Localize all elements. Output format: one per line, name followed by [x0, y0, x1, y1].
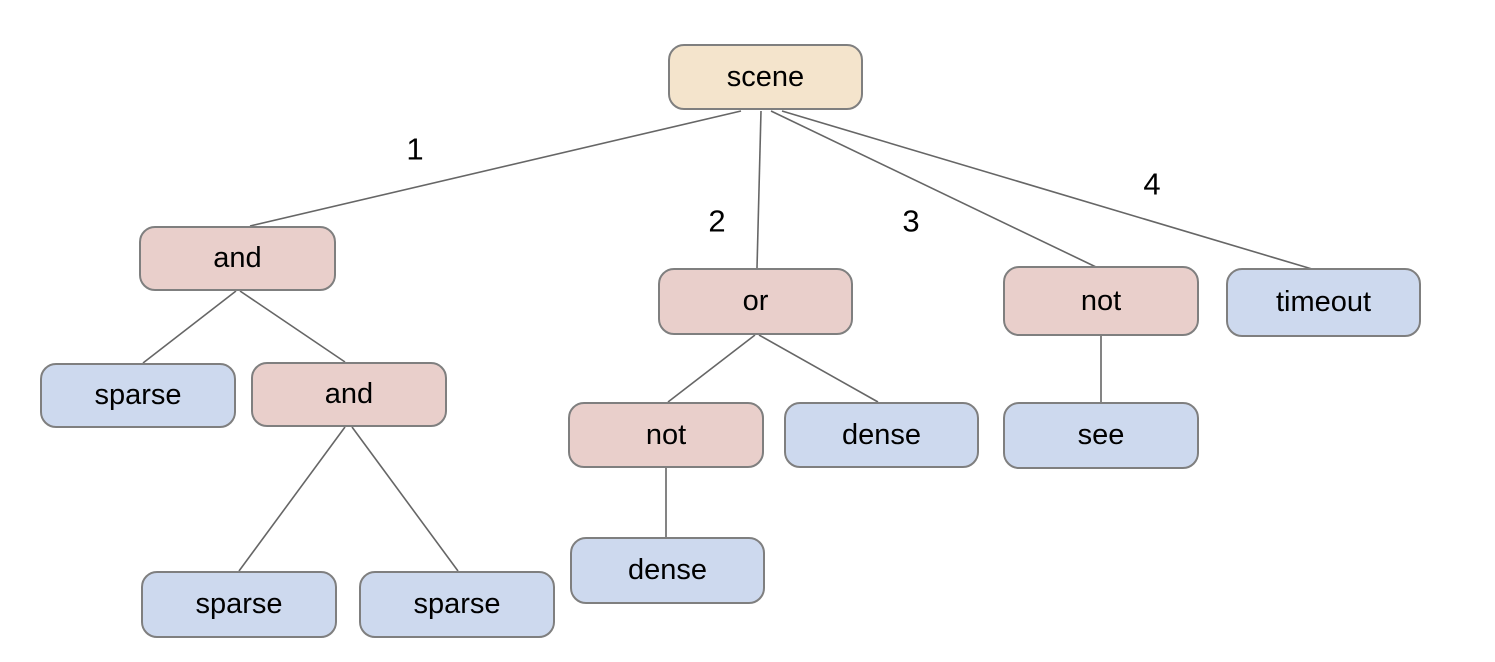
- tree-node-timeout: timeout: [1226, 268, 1421, 337]
- edge-scene-and: [249, 110, 742, 227]
- edge-and-sparse: [142, 290, 237, 364]
- edge-and2-sparse-left: [238, 426, 346, 572]
- tree-node-and-2: and: [251, 362, 447, 427]
- edge-scene-or: [756, 110, 762, 269]
- tree-node-dense-2: dense: [570, 537, 765, 604]
- tree-node-or: or: [658, 268, 853, 335]
- tree-node-sparse-2: sparse: [141, 571, 337, 638]
- edge-and2-sparse-right: [351, 426, 459, 572]
- tree-node-sparse-3: sparse: [359, 571, 555, 638]
- edge-label-4: 4: [1143, 166, 1161, 202]
- tree-node-see: see: [1003, 402, 1199, 469]
- edge-scene-timeout: [781, 110, 1313, 270]
- edge-or-not: [667, 334, 756, 403]
- tree-node-and-1: and: [139, 226, 336, 291]
- tree-node-not-1: not: [1003, 266, 1199, 336]
- tree-node-sparse-1: sparse: [40, 363, 236, 428]
- edge-label-1: 1: [406, 131, 424, 167]
- tree-node-scene: scene: [668, 44, 863, 110]
- tree-node-dense-1: dense: [784, 402, 979, 468]
- edge-and-and: [239, 290, 346, 363]
- edge-label-3: 3: [902, 203, 920, 239]
- tree-node-not-2: not: [568, 402, 764, 468]
- edge-scene-not: [770, 110, 1097, 268]
- edge-label-2: 2: [708, 203, 726, 239]
- edge-or-dense: [758, 334, 879, 403]
